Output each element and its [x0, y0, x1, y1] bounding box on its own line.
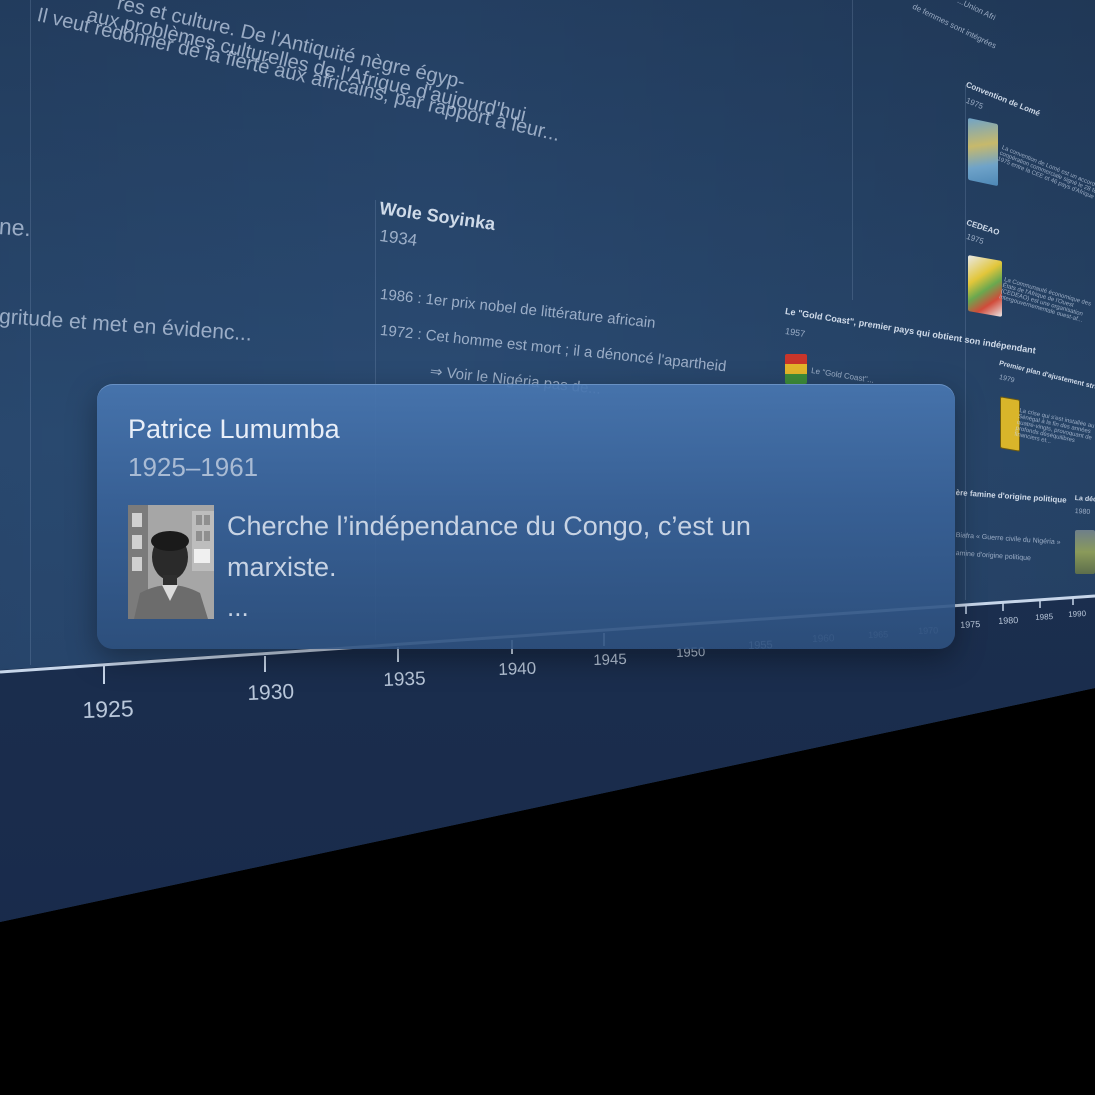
year-guide-line: [965, 85, 966, 600]
cedeao-map-image: [968, 255, 1002, 317]
popup-more-indicator[interactable]: ...: [227, 592, 249, 622]
popup-dates: 1925–1961: [128, 452, 259, 482]
year-guide-line: [30, 0, 31, 665]
tick-label-1930: 1930: [247, 680, 295, 705]
tick-label-1945: 1945: [593, 650, 627, 669]
tick-label-1975: 1975: [960, 618, 981, 630]
popup-title: Patrice Lumumba: [128, 414, 340, 444]
tick-label-1985: 1985: [1035, 612, 1054, 622]
portrait-photo: [128, 505, 214, 619]
entry-year-decennie: 1980: [1074, 508, 1091, 517]
tick-label-1940: 1940: [498, 658, 537, 679]
entry-text-fragment: ne.: [0, 213, 32, 242]
decennie-image: [1075, 530, 1095, 574]
lome-map-image: [968, 117, 998, 187]
person-detail-popup[interactable]: Patrice Lumumba 1925–1961: [97, 384, 955, 649]
tick-label-1925: 1925: [82, 695, 135, 723]
tick-label-1990: 1990: [1068, 609, 1087, 619]
popup-description: Cherche l’indépendance du Congo, c’est u…: [227, 511, 751, 582]
year-guide-line: [852, 0, 853, 300]
tick-label-1935: 1935: [383, 668, 426, 691]
tick-label-1980: 1980: [998, 614, 1019, 626]
gold-coast-flag-image: [785, 354, 807, 384]
portrait-image: [128, 505, 214, 619]
